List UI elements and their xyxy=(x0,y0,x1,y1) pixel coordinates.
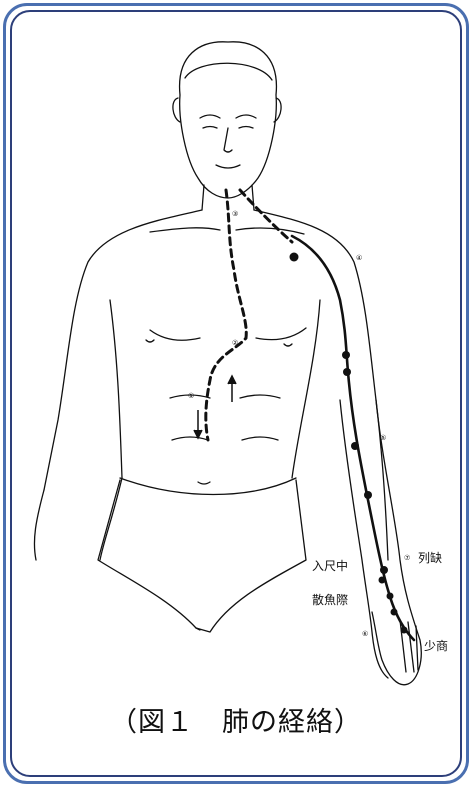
flow-arrows xyxy=(194,376,236,438)
acupoint-yuji xyxy=(391,609,398,616)
acupoint-chize-upper xyxy=(342,351,350,359)
label-shaoshang: 少商 xyxy=(424,638,448,653)
label-lieque: 列缺 xyxy=(418,550,442,565)
internal-meridian-path xyxy=(206,190,292,440)
route-marker-5: ⑤ xyxy=(380,434,386,442)
acupoint-lieque-b xyxy=(379,577,386,584)
route-marker-2: ② xyxy=(232,339,238,347)
acupoint-dots xyxy=(290,253,408,634)
figure-caption: （図１ 肺の経絡） xyxy=(0,700,472,739)
body-outline xyxy=(34,42,421,685)
route-marker-6: ⑥ xyxy=(362,630,368,638)
acupoint-forearm xyxy=(364,491,372,499)
route-marker-4: ④ xyxy=(356,254,362,262)
external-meridian-path xyxy=(292,236,414,640)
acupoint-chize xyxy=(343,368,351,376)
acupoint-taiyuan xyxy=(387,593,394,600)
route-marker-3: ③ xyxy=(232,210,238,218)
acupoint-shaoshang xyxy=(401,627,408,634)
annotation-left-top: 入尺中 xyxy=(312,558,348,573)
route-marker-7: ⑦ xyxy=(404,554,410,562)
acupoint-zhongfu xyxy=(290,253,299,262)
acupoint-lieque-a xyxy=(380,566,388,574)
route-marker-1: ① xyxy=(188,392,194,400)
acupoint-kongzui xyxy=(351,442,359,450)
annotation-left-bottom: 散魚際 xyxy=(312,592,348,607)
